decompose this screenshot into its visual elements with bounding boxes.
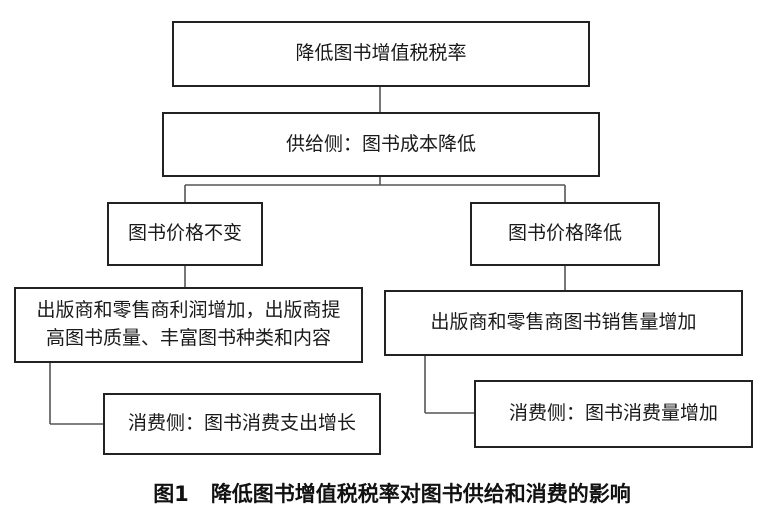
left-effect-line2: 高图书质量、丰富图书种类和内容 bbox=[45, 327, 331, 349]
right-price-label: 图书价格降低 bbox=[507, 222, 622, 245]
figure-title: 降低图书增值税税率对图书供给和消费的影响 bbox=[210, 482, 631, 506]
right-consumption-node: 消费侧：图书消费量增加 bbox=[474, 380, 753, 448]
root-node: 降低图书增值税税率 bbox=[172, 21, 590, 87]
right-consumption-label: 消费侧：图书消费量增加 bbox=[508, 402, 718, 425]
left-effect-line1: 出版商和零售商利润增加，出版商提 bbox=[36, 299, 341, 322]
root-node-label: 降低图书增值税税率 bbox=[295, 42, 467, 65]
left-price-label: 图书价格不变 bbox=[127, 222, 242, 245]
right-price-node: 图书价格降低 bbox=[470, 202, 660, 266]
left-price-node: 图书价格不变 bbox=[107, 202, 263, 266]
left-consumption-label: 消费侧：图书消费支出增长 bbox=[127, 412, 356, 435]
right-effect-node: 出版商和零售商图书销售量增加 bbox=[384, 290, 743, 356]
supply-side-node: 供给侧：图书成本降低 bbox=[162, 112, 600, 177]
figure-caption: 图1 降低图书增值税税率对图书供给和消费的影响 bbox=[0, 478, 784, 508]
supply-side-label: 供给侧：图书成本降低 bbox=[285, 132, 476, 155]
left-consumption-node: 消费侧：图书消费支出增长 bbox=[103, 393, 381, 455]
right-effect-label: 出版商和零售商图书销售量增加 bbox=[430, 311, 697, 334]
left-effect-node: 出版商和零售商利润增加，出版商提 高图书质量、丰富图书种类和内容 bbox=[14, 287, 363, 363]
figure-number: 图1 bbox=[153, 482, 189, 506]
